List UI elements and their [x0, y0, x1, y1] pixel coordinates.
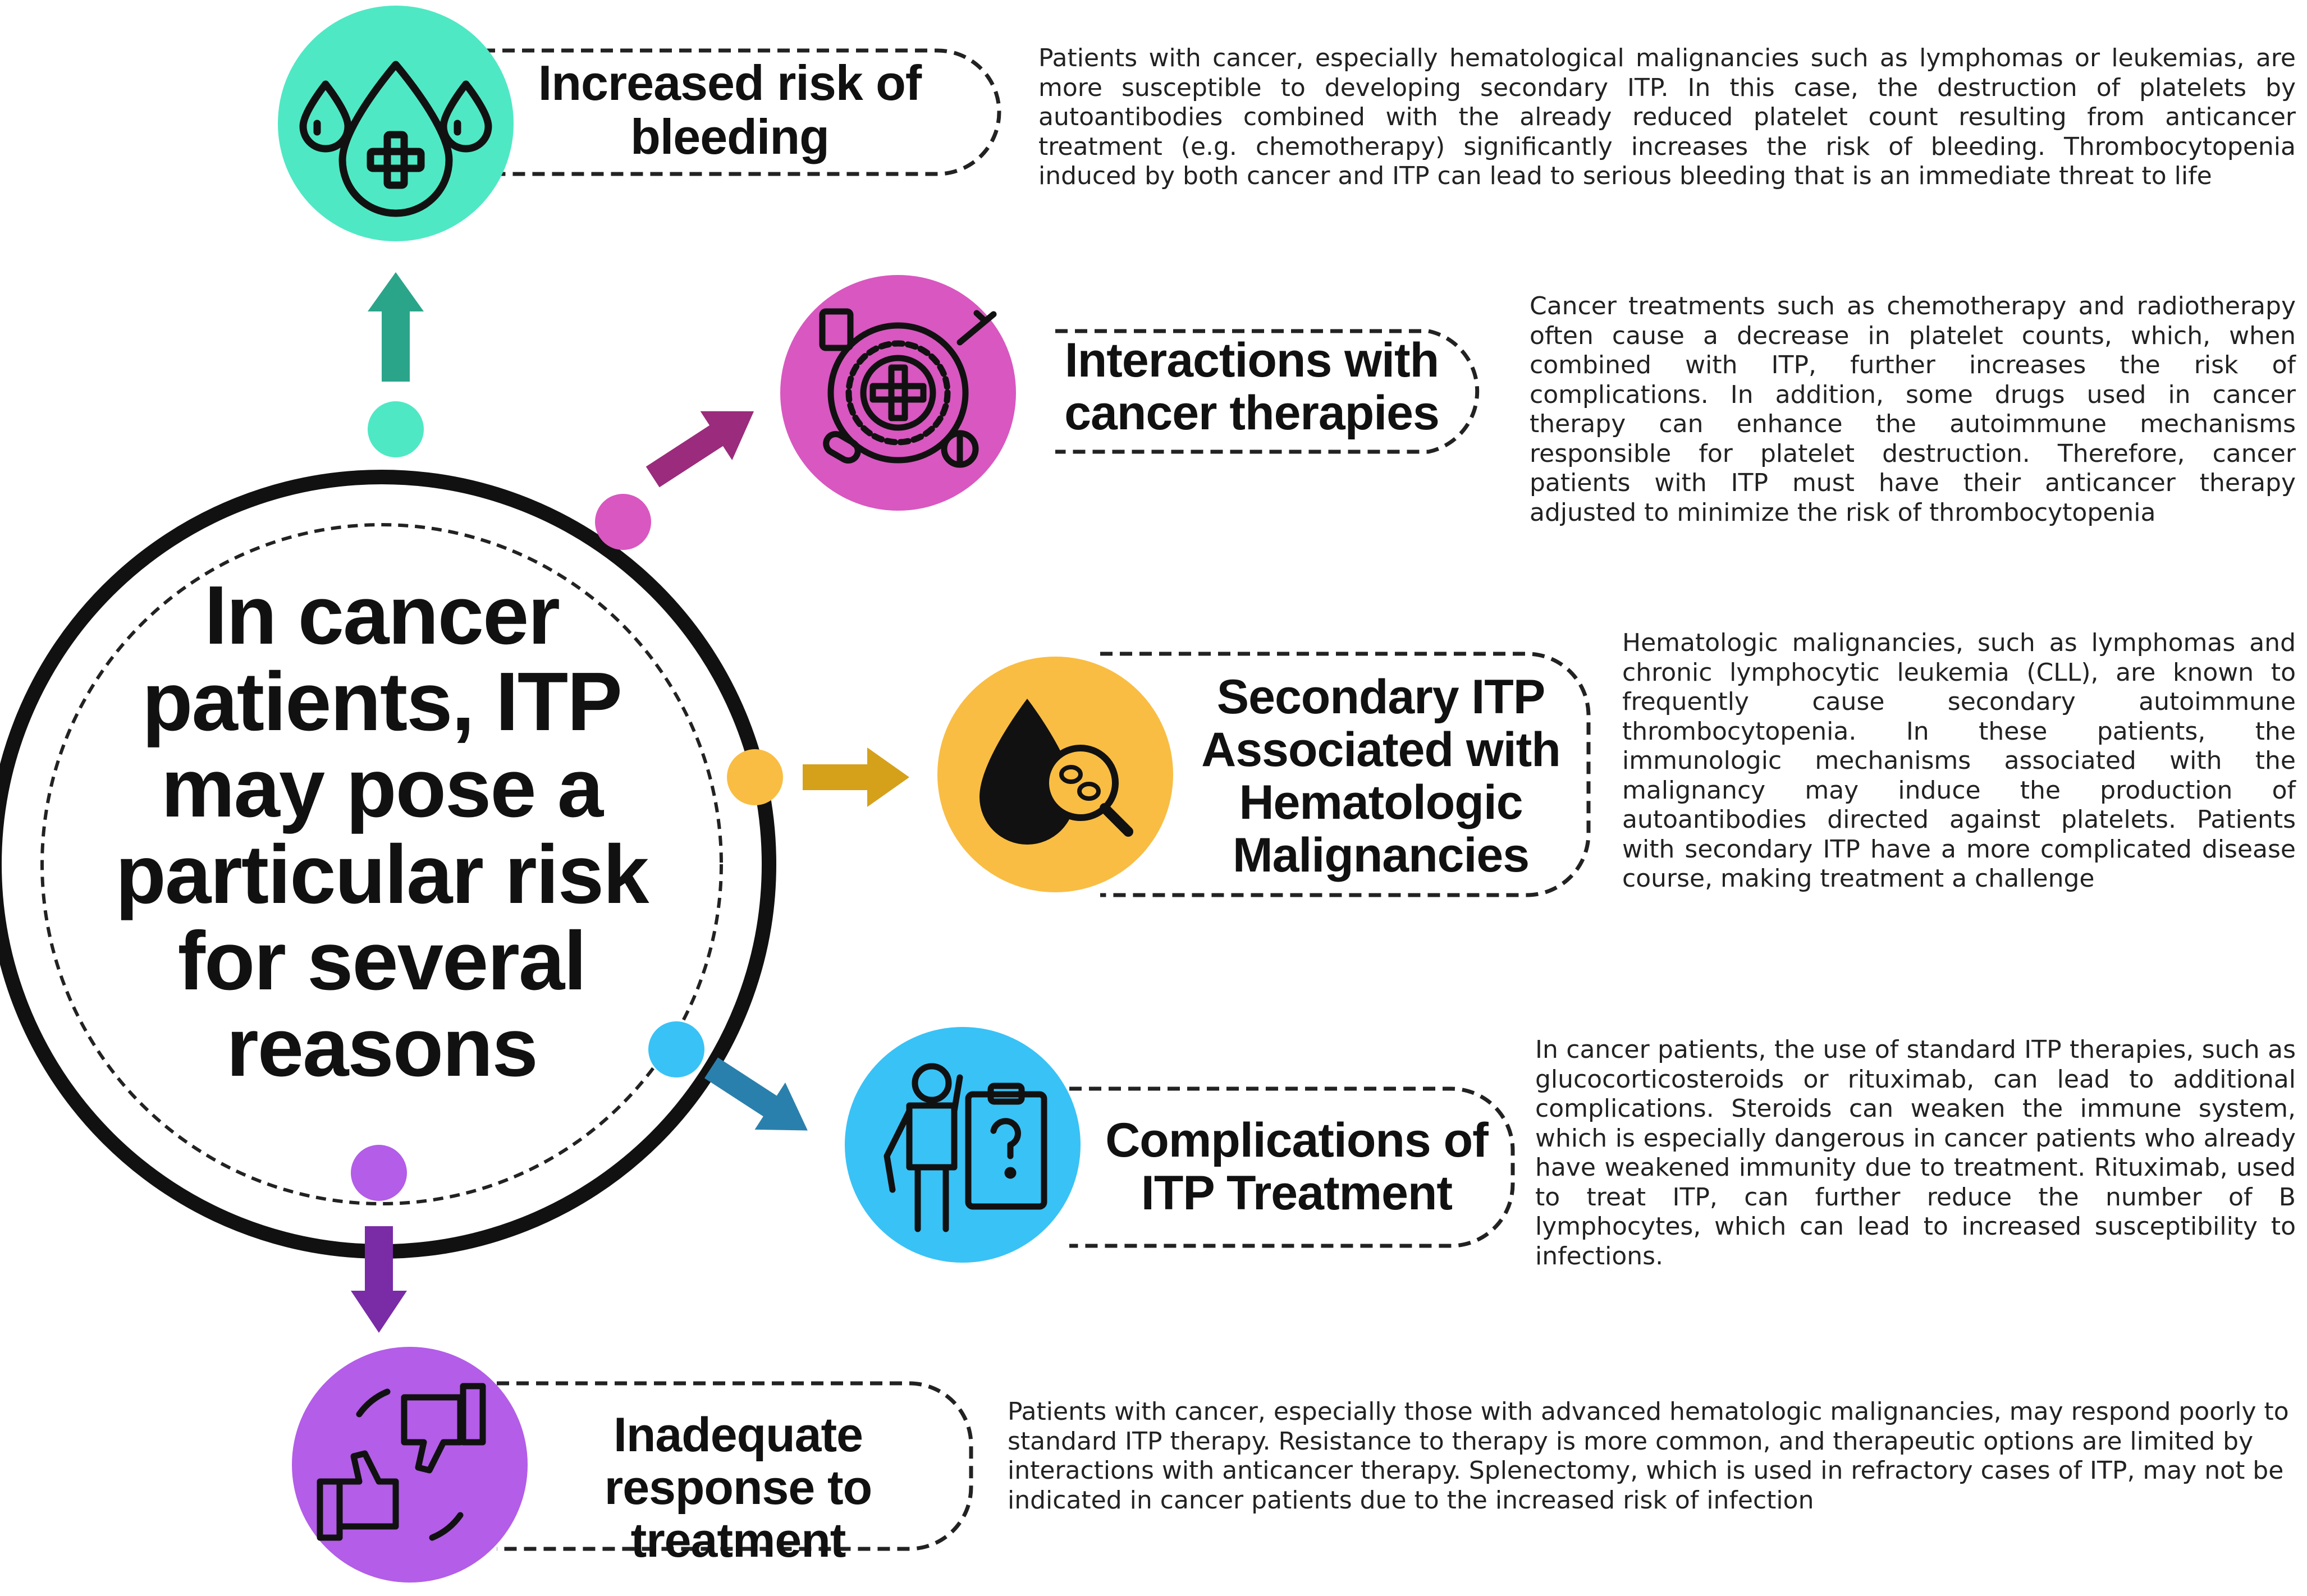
icon-circle-response: [292, 1347, 528, 1583]
thumbs-up-down-icon: [317, 1383, 486, 1541]
label-frame-secondary: [1100, 652, 1591, 897]
item-title-secondary: Secondary ITP Associated with Hematologi…: [1201, 670, 1561, 882]
item-title-response: Inadequate response to treatment: [604, 1408, 872, 1567]
connector-dot-bleeding: [368, 401, 424, 457]
medical-treatment-icon: [819, 308, 997, 468]
confused-person-clipboard-icon: [884, 1063, 1047, 1232]
arrow-to-secondary: [803, 747, 909, 807]
item-description-bleeding: Patients with cancer, especially hematol…: [1038, 44, 2296, 190]
item-description-therapies: Cancer treatments such as chemotherapy a…: [1530, 292, 2296, 527]
item-title-bleeding: Increased risk of bleeding: [538, 55, 922, 164]
label-frame-therapies: [1055, 329, 1480, 454]
label-frame-bleeding: [483, 48, 1001, 176]
blood-drops-icon: [299, 61, 492, 217]
connector-dot-response: [351, 1145, 407, 1201]
arrow-to-bleeding: [368, 272, 424, 382]
connector-dot-secondary: [727, 749, 783, 805]
connector-dot-complications: [648, 1021, 704, 1077]
hub-title: In cancer patients, ITP may pose a parti…: [115, 569, 649, 1094]
arrow-to-therapies: [646, 411, 754, 488]
icon-circle-therapies: [780, 275, 1016, 511]
item-description-response: Patients with cancer, especially those w…: [1008, 1397, 2289, 1515]
icon-circle-bleeding: [278, 6, 514, 241]
blood-drop-magnifier-icon: [979, 699, 1133, 845]
item-title-complications: Complications of ITP Treatment: [1105, 1113, 1489, 1220]
connector-dot-therapies: [595, 494, 651, 550]
label-frame-response: [497, 1381, 973, 1551]
item-description-complications: In cancer patients, the use of standard …: [1535, 1035, 2296, 1271]
arrow-to-complications: [704, 1057, 808, 1131]
item-title-therapies: Interactions with cancer therapies: [1064, 333, 1440, 440]
hub-inner-ring: [40, 523, 723, 1205]
item-description-secondary: Hematologic malignancies, such as lympho…: [1622, 629, 2296, 893]
arrow-to-response: [351, 1226, 407, 1333]
label-frame-complications: [1069, 1086, 1515, 1248]
